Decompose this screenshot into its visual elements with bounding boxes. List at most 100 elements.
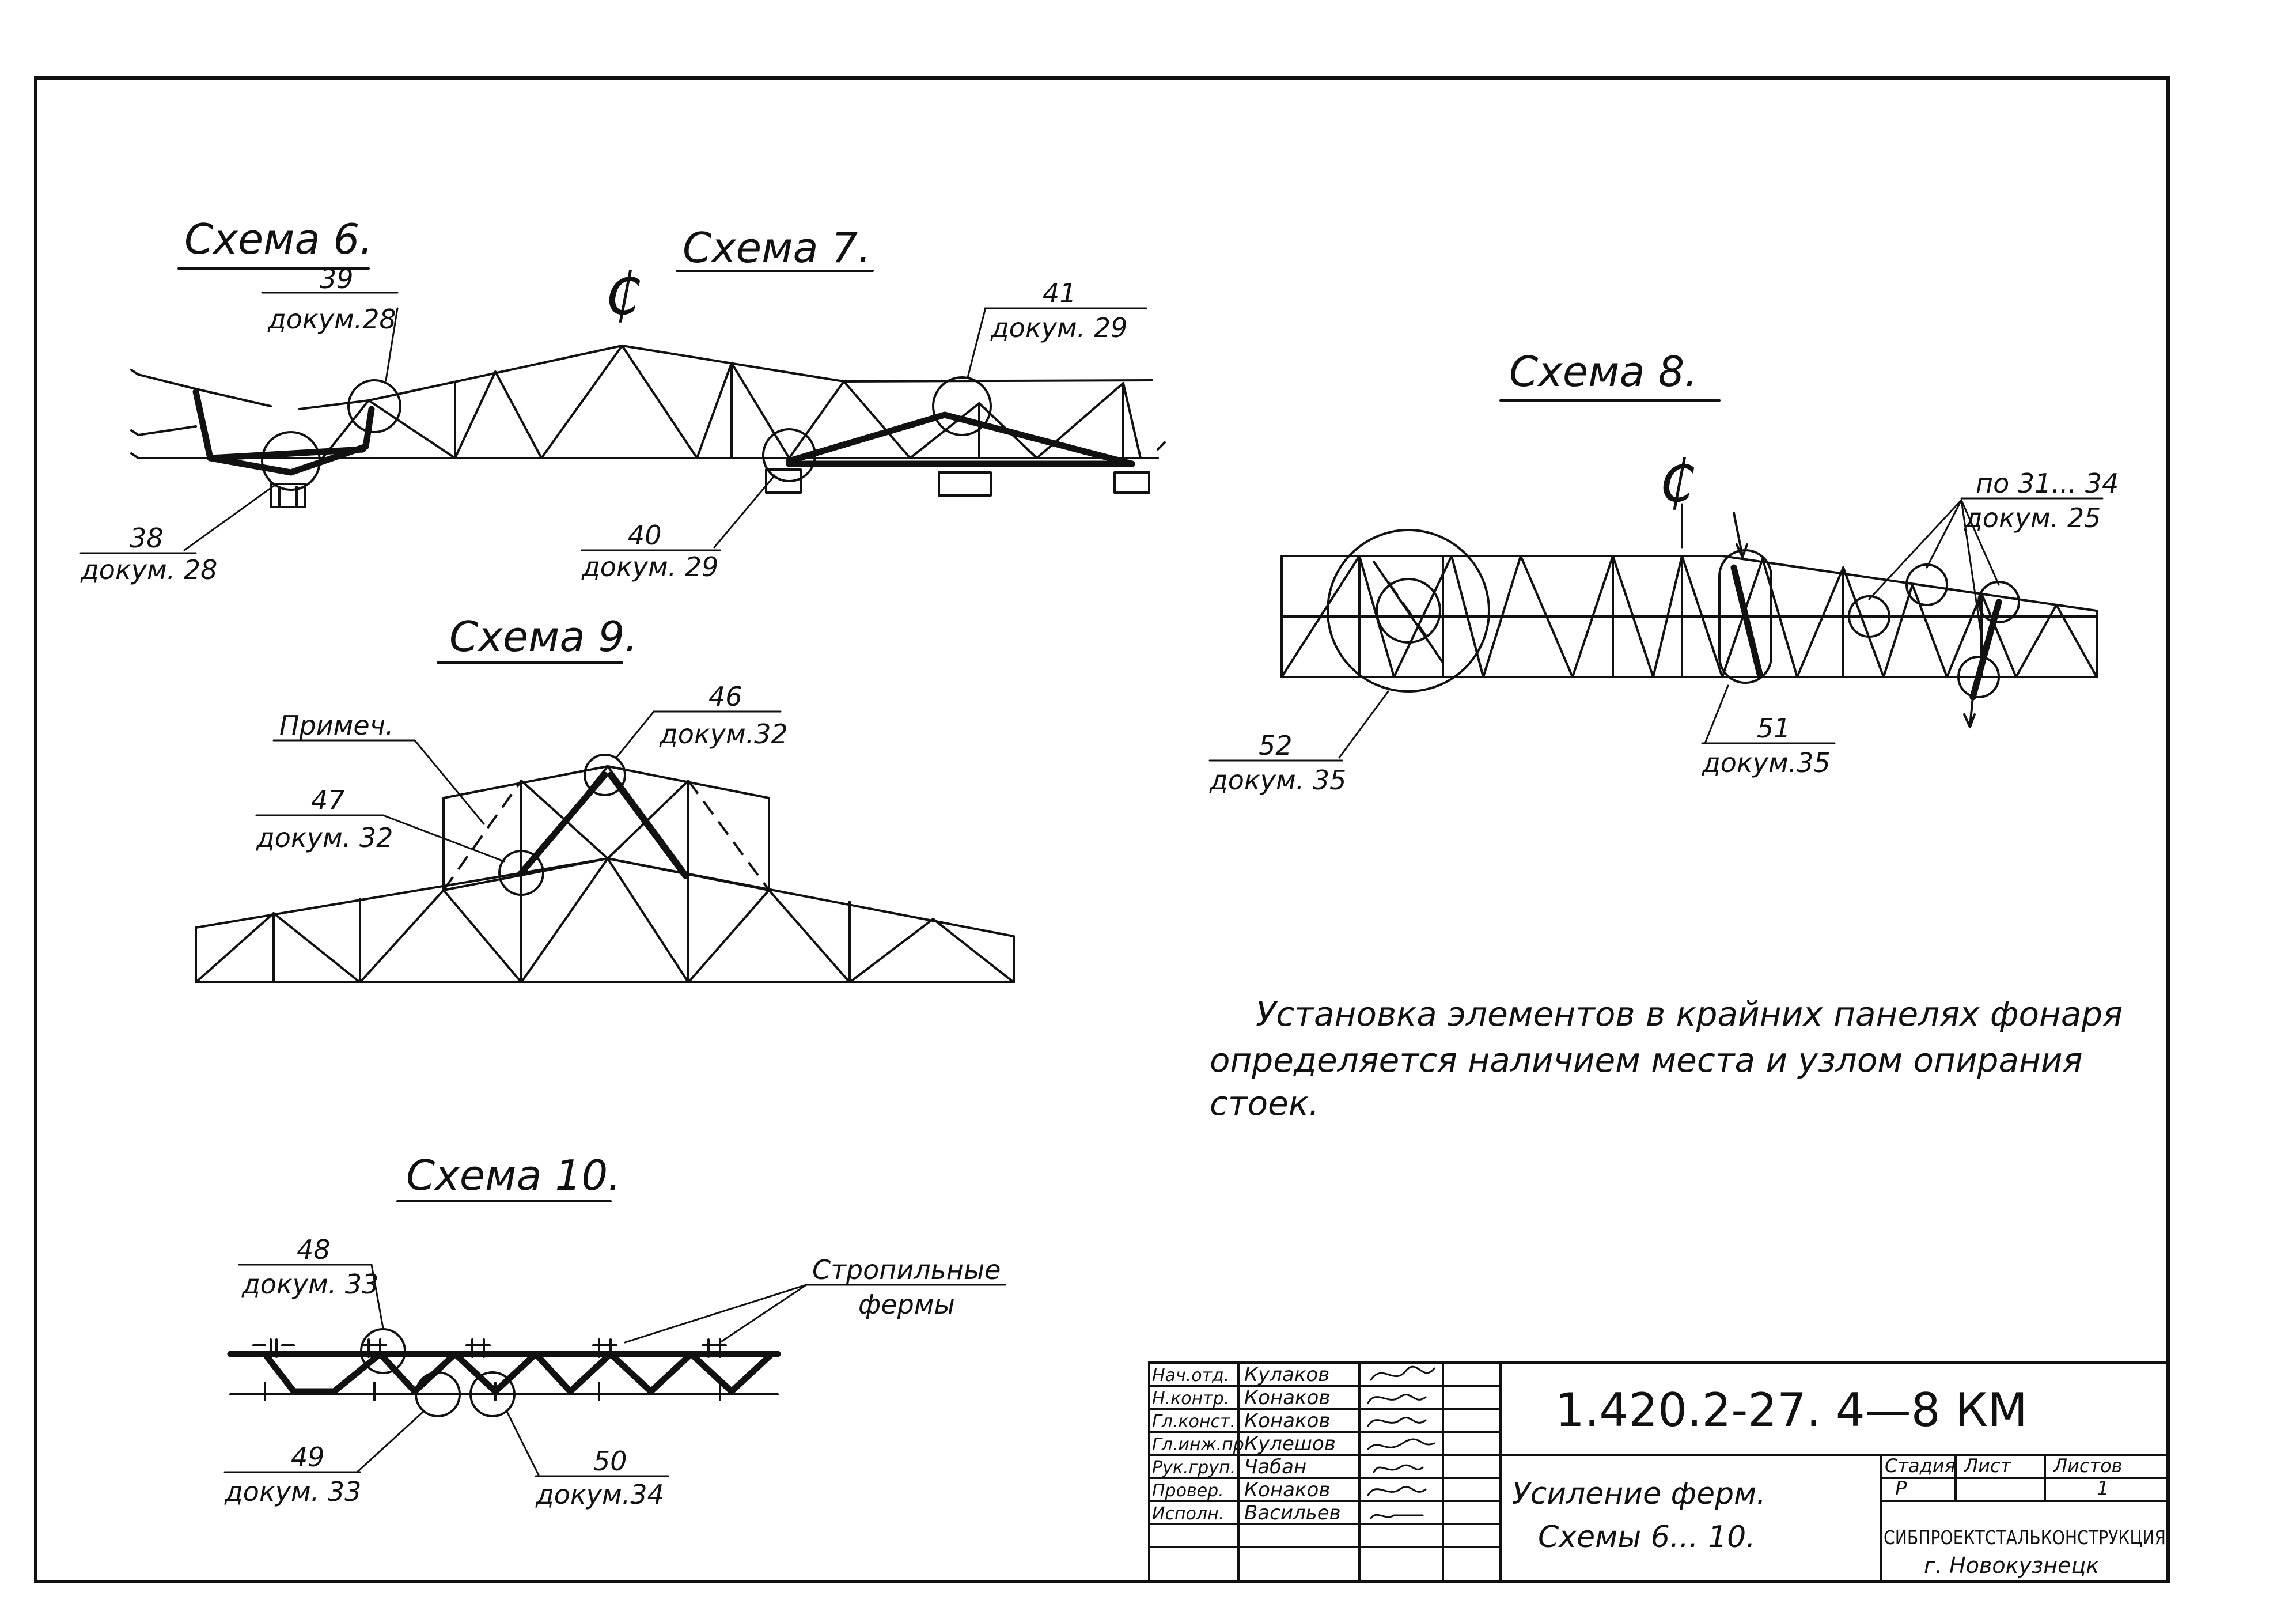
callout-31-num: по 31... 34 bbox=[1976, 468, 2119, 499]
signature bbox=[1373, 1464, 1424, 1473]
signature bbox=[1367, 1486, 1427, 1496]
callout-52-leader bbox=[1338, 690, 1389, 759]
callout-51-leader bbox=[1704, 684, 1729, 744]
sheet-header: Лист bbox=[1964, 1455, 2011, 1477]
scheme-8-title: Схема 8. bbox=[1509, 347, 1698, 396]
callout-46-num: 46 bbox=[708, 681, 742, 712]
callout-41-leader bbox=[967, 309, 986, 379]
callout-50-num: 50 bbox=[593, 1446, 627, 1477]
rafter-leader-1 bbox=[624, 1284, 808, 1344]
reinforcement-left-2 bbox=[207, 446, 366, 462]
rafter-label-line-2: фермы bbox=[858, 1289, 955, 1320]
staff-name: Чабан bbox=[1244, 1455, 1306, 1478]
callout-49-doc: докум. 33 bbox=[224, 1476, 361, 1507]
sheets-header: Листов bbox=[2053, 1455, 2123, 1477]
callout-40-num: 40 bbox=[628, 520, 662, 551]
arrow-51 bbox=[1733, 512, 1748, 558]
callout-circle-48 bbox=[360, 1328, 406, 1374]
reinforcement-left bbox=[192, 388, 375, 476]
signature bbox=[1367, 1417, 1427, 1427]
support-mid bbox=[765, 468, 802, 494]
staff-name: Конаков bbox=[1244, 1478, 1330, 1501]
scheme-9-note-label: Примеч. bbox=[279, 710, 394, 741]
stage-value: Р bbox=[1895, 1477, 1907, 1500]
left-end-chord-2 bbox=[137, 425, 197, 436]
callout-39-doc: докум.28 bbox=[267, 304, 396, 335]
reinforcement-34 bbox=[1969, 599, 2002, 701]
staff-row-2: Гл.конст. Конаков bbox=[1152, 1409, 1427, 1432]
support-right-2 bbox=[1113, 471, 1150, 494]
x-brace-52-b bbox=[1387, 581, 1430, 641]
sheets-value: 1 bbox=[2097, 1477, 2109, 1500]
organization-city: г. Новокузнецк bbox=[1924, 1553, 2099, 1578]
callout-46-leader bbox=[615, 710, 655, 759]
truss-8-outline bbox=[1280, 555, 2098, 678]
callout-31-leader-b bbox=[1926, 499, 1962, 569]
staff-name: Конаков bbox=[1244, 1409, 1330, 1432]
staff-row-0: Нач.отд. Кулаков bbox=[1152, 1363, 1435, 1386]
callout-40-leader bbox=[713, 474, 776, 549]
title-description-line-1: Усиление ферм. bbox=[1512, 1477, 1766, 1511]
rafter-label-line-1: Стропильные bbox=[812, 1254, 1001, 1285]
callout-circle-49 bbox=[415, 1371, 461, 1417]
scheme-6-7: Схема 6. Схема 7. bbox=[79, 215, 1166, 585]
staff-role: Нач.отд. bbox=[1152, 1365, 1229, 1386]
callout-52-doc: докум. 35 bbox=[1209, 765, 1346, 796]
callout-31-doc: докум. 25 bbox=[1964, 502, 2101, 534]
callout-circle-40 bbox=[762, 428, 816, 482]
callout-circle-31a bbox=[1848, 595, 1890, 638]
scheme-10: Схема 10. 48 докум. 33 49 докум. 33 50 д… bbox=[223, 1151, 1006, 1510]
reinforcement-51 bbox=[1730, 564, 1763, 678]
note-label-leader bbox=[414, 739, 485, 825]
callout-39-leader bbox=[385, 307, 399, 381]
rafter-leader-2 bbox=[719, 1284, 808, 1344]
staff-name: Конаков bbox=[1244, 1386, 1330, 1409]
stage-header: Стадия bbox=[1885, 1455, 1956, 1477]
general-note: Установка элементов в крайних панелях фо… bbox=[1210, 994, 2123, 1123]
staff-role: Рук.груп. bbox=[1152, 1458, 1236, 1478]
lantern-dash-left bbox=[442, 780, 522, 891]
lantern-dash-right bbox=[687, 780, 770, 891]
centerline-symbol-s7: ₵ bbox=[605, 260, 642, 328]
reinforcement-right bbox=[786, 411, 1135, 467]
staff-name: Кулаков bbox=[1244, 1363, 1329, 1386]
document-code: 1.420.2-27. 4—8 КМ bbox=[1555, 1383, 2028, 1437]
staff-row-5: Провер. Конаков bbox=[1152, 1478, 1427, 1501]
scheme-6-title: Схема 6. bbox=[184, 215, 373, 263]
staff-role: Н.контр. bbox=[1152, 1389, 1229, 1409]
reinforcement-46b bbox=[607, 771, 689, 879]
staff-row-3: Гл.инж.пр. Кулешов bbox=[1152, 1432, 1435, 1455]
note-line-3: стоек. bbox=[1210, 1084, 1319, 1123]
callout-51-num: 51 bbox=[1757, 713, 1791, 744]
title-description-line-2: Схемы 6... 10. bbox=[1538, 1520, 1756, 1554]
scheme-9: Схема 9. Примеч. 46 докум.32 bbox=[195, 612, 1015, 983]
callout-circle-41 bbox=[932, 376, 992, 436]
truss-9-lantern bbox=[442, 765, 770, 891]
callout-circle-52 bbox=[1327, 529, 1490, 693]
staff-role: Провер. bbox=[1152, 1481, 1224, 1501]
callout-circle-46 bbox=[584, 754, 626, 796]
staff-name: Васильев bbox=[1244, 1501, 1341, 1525]
staff-row-1: Н.контр. Конаков bbox=[1152, 1386, 1427, 1409]
lantern-webs bbox=[520, 780, 689, 860]
staff-role: Исполн. bbox=[1152, 1504, 1224, 1524]
callout-48-leader bbox=[370, 1264, 384, 1329]
callout-46-doc: докум.32 bbox=[659, 718, 788, 750]
callout-48-doc: докум. 33 bbox=[241, 1269, 378, 1300]
truss-9-main bbox=[195, 857, 1015, 983]
callout-52-num: 52 bbox=[1259, 730, 1293, 761]
callout-41-doc: докум. 29 bbox=[990, 312, 1127, 343]
callout-50-doc: докум.34 bbox=[535, 1479, 664, 1510]
sheet-border bbox=[34, 76, 2170, 1583]
truss-8-webs bbox=[1280, 555, 2098, 678]
callout-51-doc: докум.35 bbox=[1702, 747, 1831, 778]
callout-circle-47 bbox=[498, 850, 544, 896]
staff-role: Гл.конст. bbox=[1152, 1412, 1236, 1432]
staff-row-4: Рук.груп. Чабан bbox=[1152, 1455, 1424, 1478]
scheme-10-title: Схема 10. bbox=[406, 1151, 621, 1200]
note-line-1: Установка элементов в крайних панелях фо… bbox=[1256, 994, 2123, 1034]
signature bbox=[1367, 1394, 1427, 1404]
callout-circle-39 bbox=[347, 379, 401, 433]
callout-40-doc: докум. 29 bbox=[581, 551, 718, 582]
